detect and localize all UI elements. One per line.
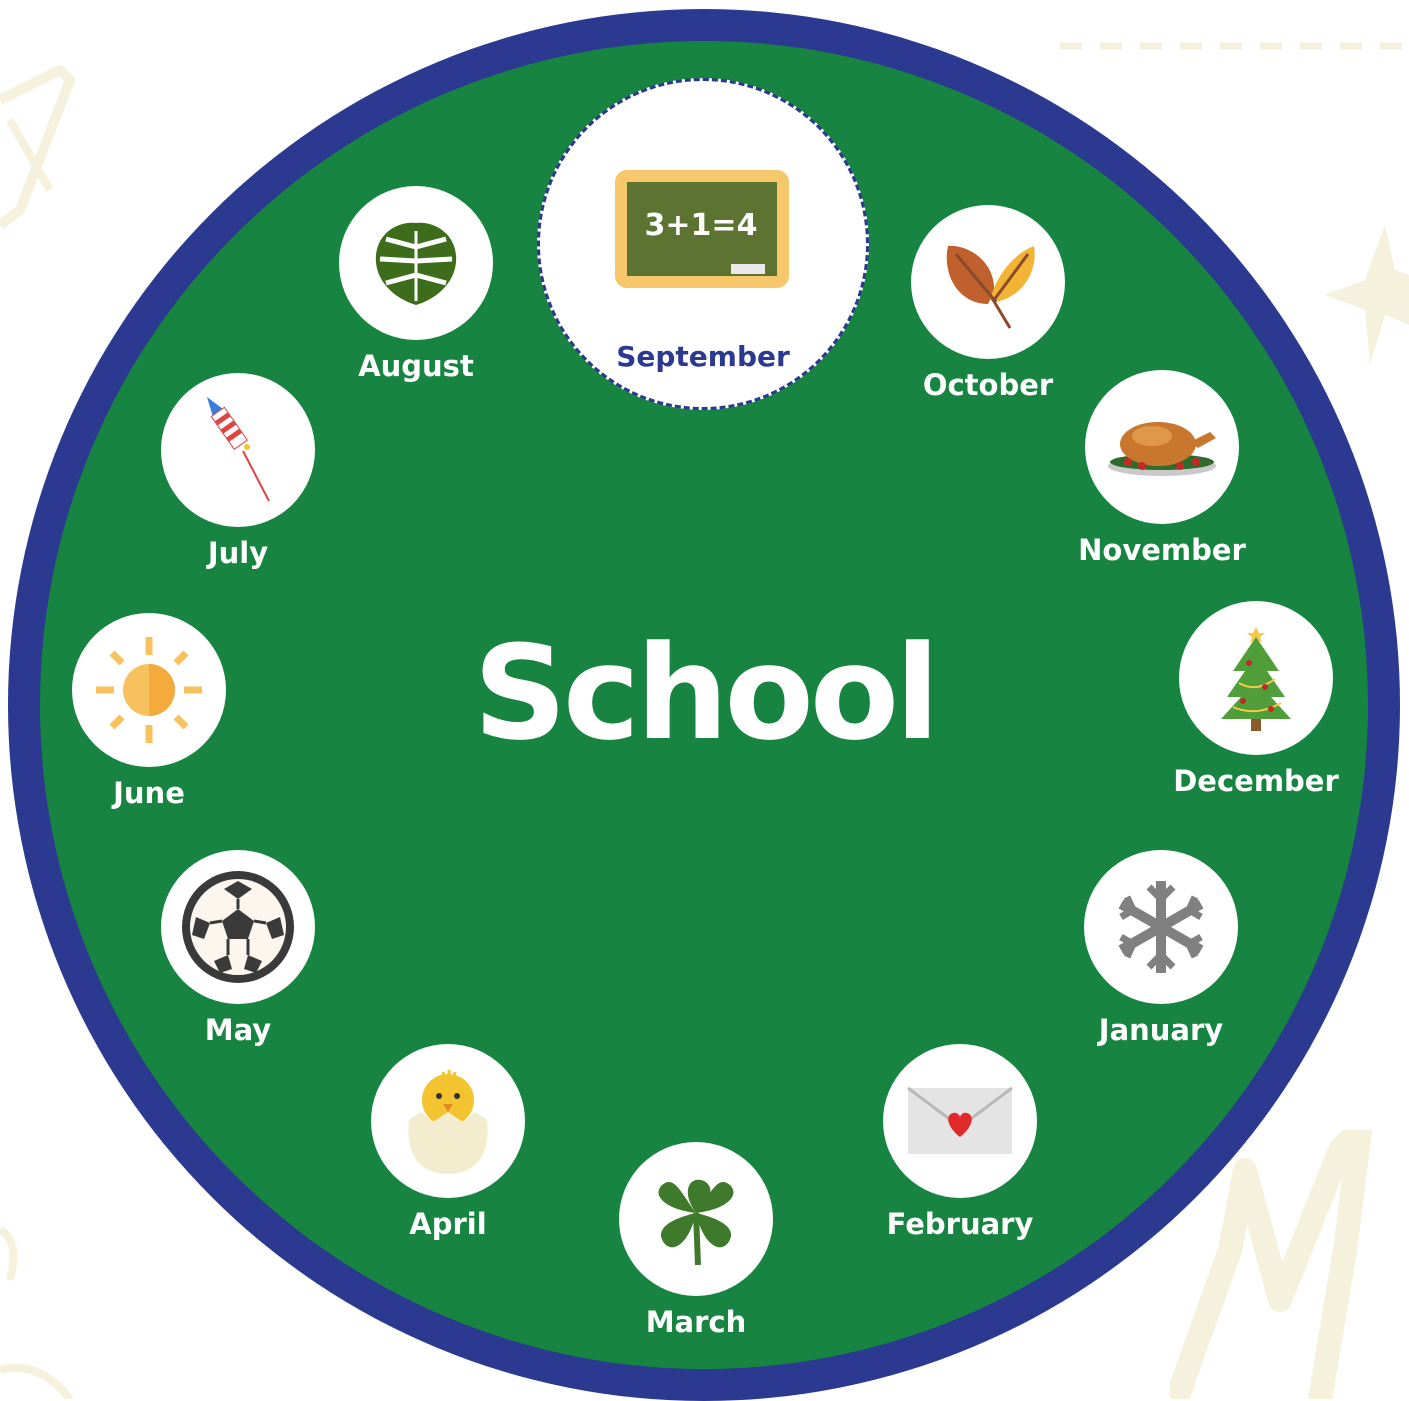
month-july-disc[interactable] [161, 373, 315, 527]
month-october[interactable]: October [911, 205, 1065, 402]
month-february[interactable]: February [883, 1044, 1037, 1241]
month-label-february: February [886, 1207, 1034, 1241]
christmas-tree-icon [1221, 627, 1291, 731]
month-label-october: October [922, 368, 1054, 402]
month-may[interactable]: May [161, 850, 315, 1047]
month-may-disc[interactable] [161, 850, 315, 1004]
month-june-disc[interactable] [72, 613, 226, 767]
month-march-disc[interactable] [619, 1142, 773, 1296]
month-label-november: November [1078, 533, 1246, 567]
month-december-disc[interactable] [1179, 601, 1333, 755]
shamrock-icon [658, 1179, 734, 1266]
chalkboard-icon: 3+1=4 [615, 170, 789, 288]
month-label-september: September [616, 340, 790, 373]
month-label-december: December [1173, 764, 1339, 798]
month-august-disc[interactable] [339, 186, 493, 340]
month-february-disc[interactable] [883, 1044, 1037, 1198]
month-label-march: March [645, 1305, 747, 1339]
hatching-chick-icon [408, 1070, 488, 1174]
curve-doodle [0, 1226, 74, 1399]
month-april[interactable]: April [371, 1044, 525, 1241]
pencil-doodle-icon [0, 65, 75, 229]
scribble-doodle-icon [1170, 1130, 1372, 1399]
snowflake-icon [1118, 881, 1204, 973]
page-title: School [473, 617, 939, 769]
month-label-august: August [358, 349, 474, 383]
chalkboard-text: 3+1=4 [645, 208, 758, 243]
month-label-january: January [1098, 1013, 1224, 1047]
month-label-june: June [113, 776, 185, 810]
sun-icon [96, 637, 202, 743]
month-december[interactable]: December [1173, 601, 1339, 798]
month-label-april: April [409, 1207, 487, 1241]
month-april-disc[interactable] [371, 1044, 525, 1198]
month-march[interactable]: March [619, 1142, 773, 1339]
star-doodle-icon [1325, 225, 1409, 365]
month-november-disc[interactable] [1085, 370, 1239, 524]
month-june[interactable]: June [72, 613, 226, 810]
month-september[interactable]: 3+1=4 September [537, 78, 869, 410]
dashed-line-doodle [1060, 42, 1409, 50]
roast-turkey-icon [1108, 422, 1216, 476]
month-label-july: July [207, 536, 269, 570]
soccer-ball-icon [182, 871, 294, 983]
month-january-disc[interactable] [1084, 850, 1238, 1004]
month-october-disc[interactable] [911, 205, 1065, 359]
month-july[interactable]: July [161, 373, 315, 570]
month-january[interactable]: January [1084, 850, 1238, 1047]
month-august[interactable]: August [339, 186, 493, 383]
month-label-may: May [204, 1013, 272, 1047]
love-letter-icon [907, 1087, 1013, 1154]
monstera-leaf-icon [375, 222, 457, 305]
firework-rocket-icon [207, 397, 270, 502]
autumn-leaves-icon [946, 245, 1035, 329]
month-november[interactable]: November [1078, 370, 1246, 567]
